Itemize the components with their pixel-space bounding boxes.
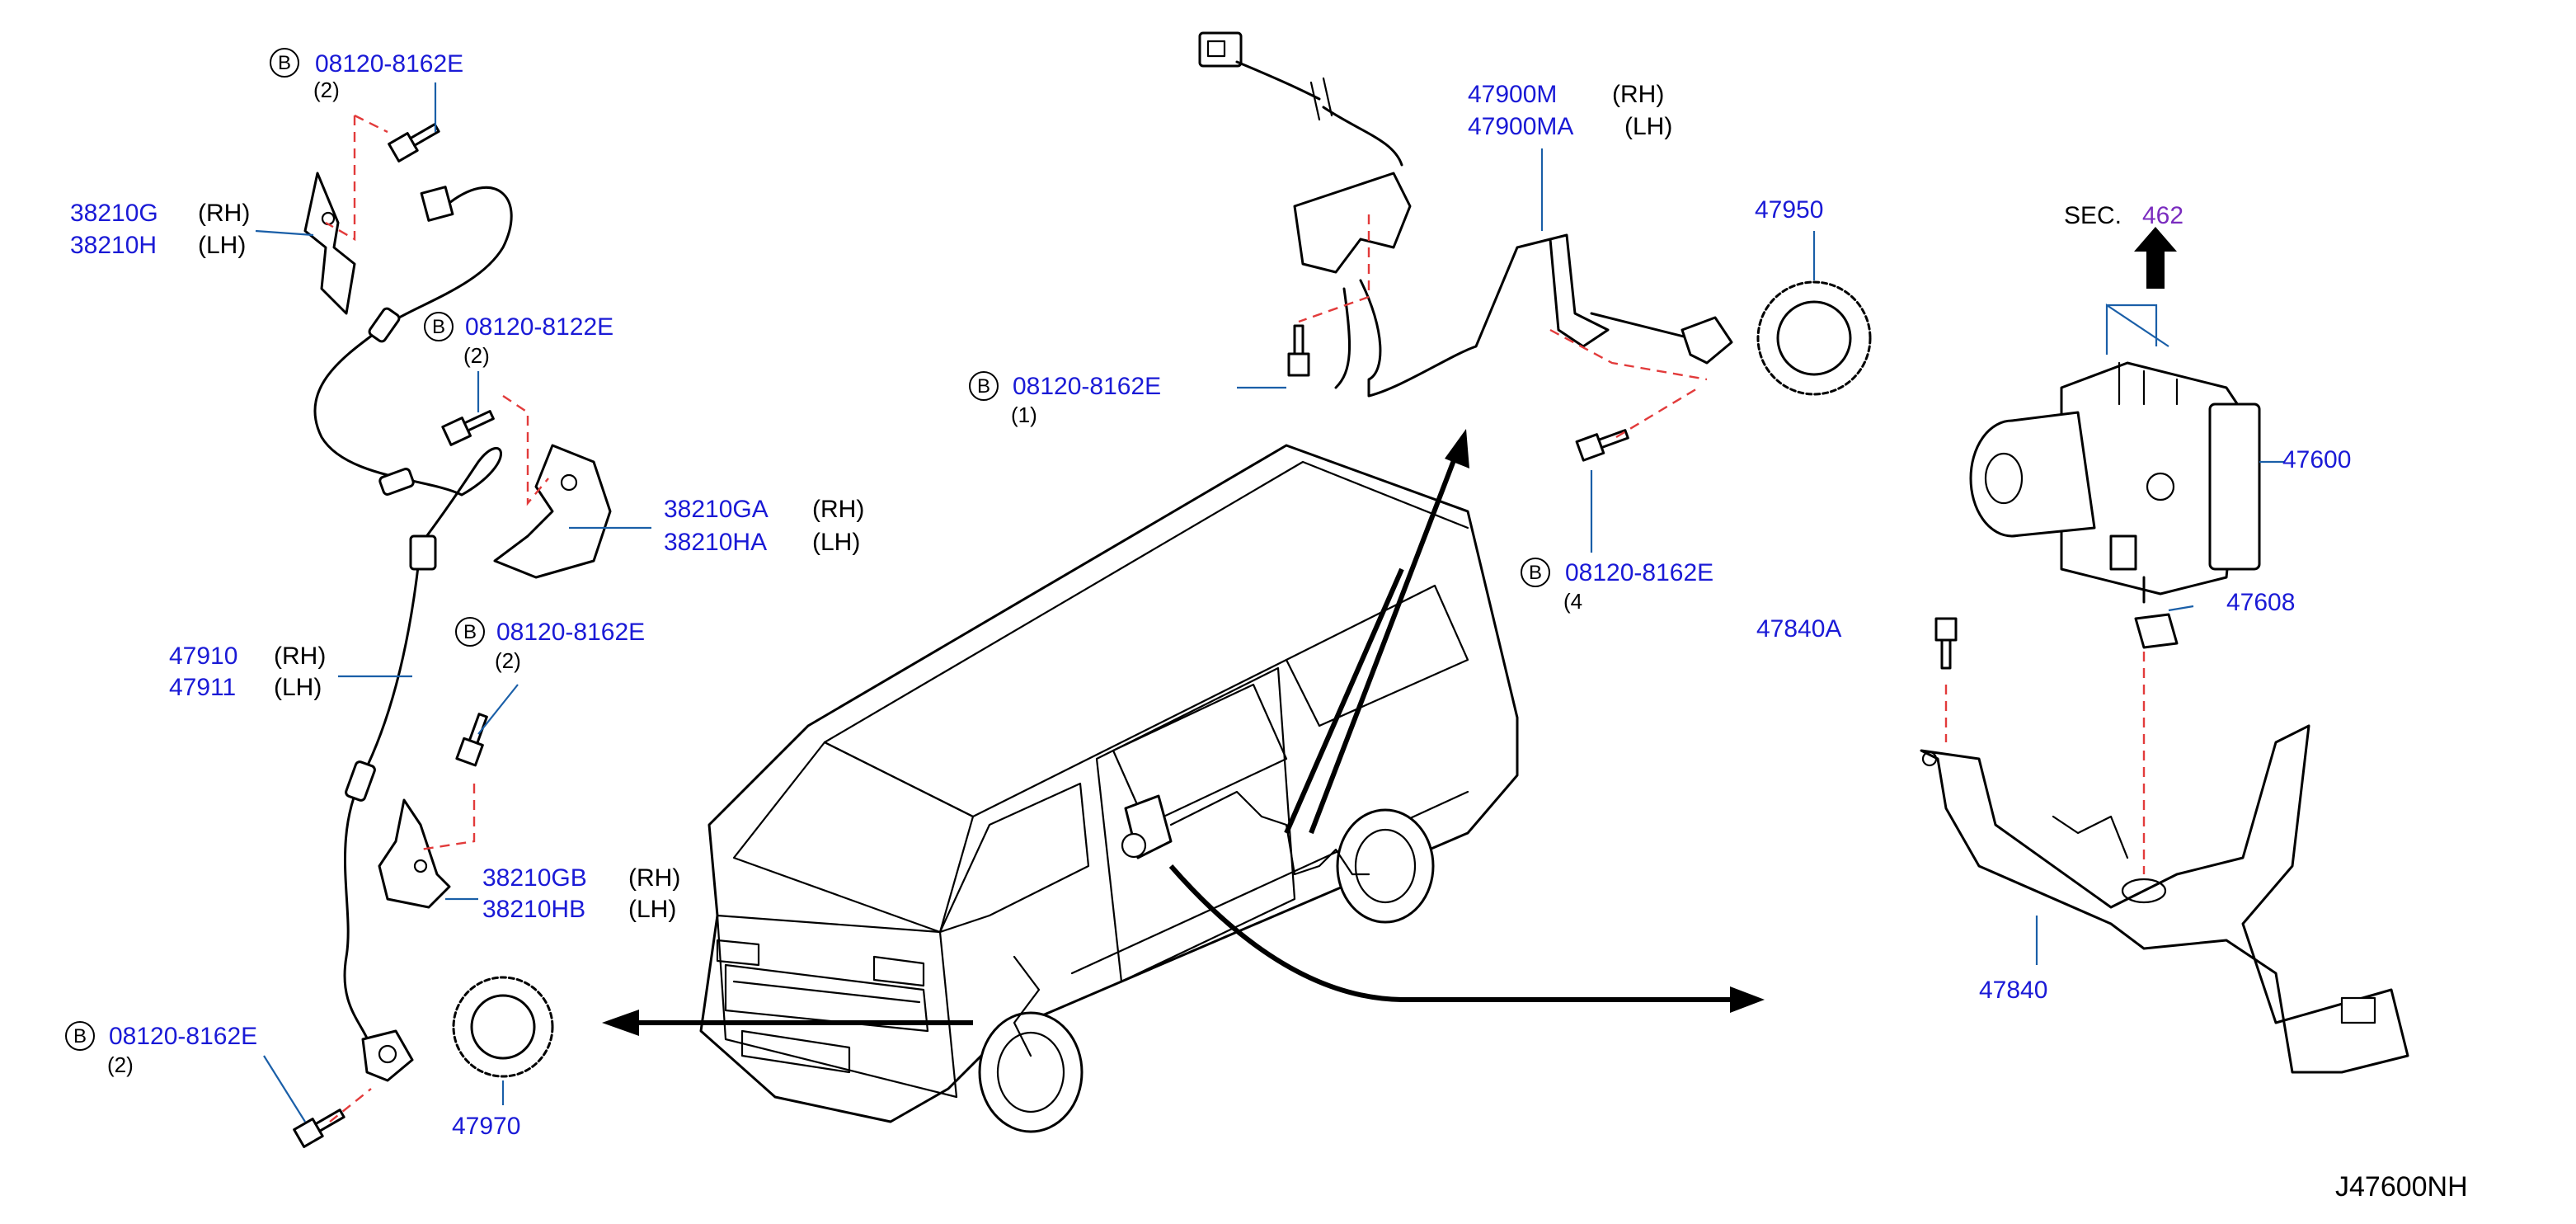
section-prefix: SEC. xyxy=(2064,202,2122,229)
quantity: (4 xyxy=(1563,589,1582,614)
bolt-symbol: B xyxy=(463,621,477,643)
rear-bolts xyxy=(1287,324,1629,462)
bolt-symbol: B xyxy=(1529,562,1542,584)
part-number: 47600 xyxy=(2282,446,2351,473)
callout-bolt-mid-left[interactable]: B 08120-8122E (2) xyxy=(424,312,613,368)
part-number: 47840 xyxy=(1979,977,2047,1004)
callout-bolt-center-right[interactable]: B 08120-8162E (4 xyxy=(1521,558,1713,614)
rear-wheel-sensor-harness xyxy=(1198,31,1733,398)
part-number-rh: 38210G xyxy=(70,200,158,227)
bolt-symbol: B xyxy=(432,316,445,338)
quantity: (2) xyxy=(107,1052,134,1077)
bolt-symbol: B xyxy=(977,375,990,398)
quantity: (1) xyxy=(1011,403,1037,427)
callout-bracket-low[interactable]: 38210GB (RH) 38210HB (LH) xyxy=(482,864,680,923)
side-lh: (LH) xyxy=(198,232,246,259)
side-lh: (LH) xyxy=(812,529,860,556)
rear-dash-lines xyxy=(1298,214,1708,439)
part-number: 08120-8162E xyxy=(496,619,645,646)
quantity: (2) xyxy=(463,343,490,368)
part-number-lh: 47900MA xyxy=(1468,113,1573,140)
part-number: 08120-8122E xyxy=(465,313,613,341)
callout-rotor-rear[interactable]: 47950 xyxy=(1755,196,1823,224)
quantity: (2) xyxy=(495,648,521,673)
side-rh: (RH) xyxy=(1612,81,1664,108)
part-number-lh: 38210HA xyxy=(664,529,767,556)
side-lh: (LH) xyxy=(1624,113,1672,140)
callout-bolt-bottom-left[interactable]: B 08120-8162E (2) xyxy=(65,1021,257,1077)
side-lh: (LH) xyxy=(628,896,676,923)
callout-bracket-mid[interactable]: 38210GA (RH) 38210HA (LH) xyxy=(664,496,864,556)
van-illustration xyxy=(699,444,1519,1133)
side-rh: (RH) xyxy=(274,643,326,670)
callout-partial-label[interactable]: 47840A xyxy=(1756,615,1841,643)
part-number-rh: 38210GA xyxy=(664,496,769,523)
diagram-id-code: J47600NH xyxy=(2335,1171,2468,1203)
part-number-rh: 47900M xyxy=(1468,81,1557,108)
side-rh: (RH) xyxy=(198,200,250,227)
part-number-lh: 38210HB xyxy=(482,896,585,923)
callout-actuator[interactable]: 47600 xyxy=(2282,446,2351,473)
rear-tone-ring xyxy=(1756,280,1872,396)
part-number: 08120-8162E xyxy=(1013,373,1161,400)
front-bolts xyxy=(293,123,495,1148)
callout-grommet[interactable]: 47608 xyxy=(2226,589,2295,616)
part-number: 08120-8162E xyxy=(315,50,463,78)
front-tone-ring xyxy=(452,976,554,1078)
callout-bolt-top-center[interactable]: B 08120-8162E (1) xyxy=(969,371,1161,427)
bolt-symbol: B xyxy=(73,1025,87,1047)
leader-lines xyxy=(255,82,2284,1123)
section-reference[interactable]: SEC. 462 xyxy=(2064,202,2183,229)
part-number: 47608 xyxy=(2226,589,2295,616)
callout-bolt-top-left[interactable]: B 08120-8162E (2) xyxy=(270,48,463,102)
part-number-rh: 38210GB xyxy=(482,864,587,892)
part-number: 47840A xyxy=(1756,615,1841,643)
part-number-rh: 47910 xyxy=(169,643,237,670)
callout-sensor-front[interactable]: 47910 (RH) 47911 (LH) xyxy=(169,643,326,701)
callout-bracket-front[interactable]: 38210G (RH) 38210H (LH) xyxy=(70,200,250,259)
front-wheel-sensor-harness xyxy=(313,186,513,1082)
part-number-lh: 38210H xyxy=(70,232,157,259)
front-dash-lines xyxy=(325,114,549,1123)
side-rh: (RH) xyxy=(812,496,864,523)
section-number: 462 xyxy=(2142,202,2183,229)
callout-bracket-actuator[interactable]: 47840 xyxy=(1979,977,2047,1004)
section-arrow xyxy=(2134,227,2177,289)
part-number: 47970 xyxy=(452,1113,520,1140)
callout-sensor-rear[interactable]: 47900M (RH) 47900MA (LH) xyxy=(1468,81,1672,140)
part-number: 08120-8162E xyxy=(1565,559,1713,586)
abs-actuator xyxy=(1969,361,2261,604)
part-number: 47950 xyxy=(1755,196,1823,224)
part-number: 08120-8162E xyxy=(109,1023,257,1050)
actuator-bracket xyxy=(1920,724,2409,1074)
callout-rotor-front[interactable]: 47970 xyxy=(452,1113,520,1140)
bolt-symbol: B xyxy=(278,52,291,74)
part-number-lh: 47911 xyxy=(169,674,236,701)
side-lh: (LH) xyxy=(274,674,322,701)
callout-bolt-mid-left2[interactable]: B 08120-8162E (2) xyxy=(455,617,645,673)
side-rh: (RH) xyxy=(628,864,680,892)
actuator-small-parts xyxy=(1934,613,2179,874)
pointer-arrows xyxy=(602,429,1765,1036)
quantity: (2) xyxy=(313,78,340,102)
front-brackets xyxy=(303,172,612,909)
